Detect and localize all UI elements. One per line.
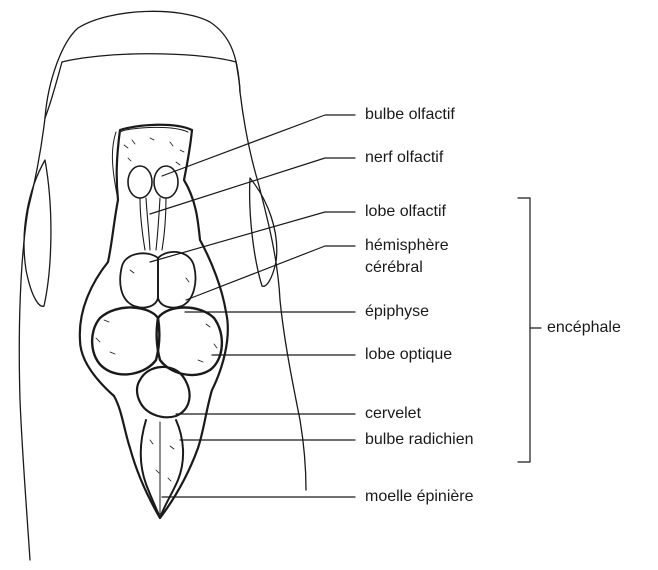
leader-hemisphere [186, 246, 355, 300]
label-moelle-epiniere: moelle épinière [365, 487, 474, 507]
label-encephale: encéphale [547, 318, 621, 338]
label-bulbe-radichien: bulbe radichien [365, 430, 474, 450]
head-outline [19, 11, 306, 560]
encephale-bracket [518, 198, 541, 462]
label-nerf-olfactif: nerf olfactif [365, 148, 443, 168]
olfactory-bulb-left [128, 166, 152, 198]
cerebellum [137, 367, 190, 417]
label-cervelet: cervelet [365, 404, 421, 424]
brain [80, 125, 228, 518]
label-hemisphere-line1: hémisphère [365, 236, 449, 256]
optic-lobe-left [92, 307, 159, 374]
hemisphere-right [158, 252, 196, 308]
leader-nerf-olfactif [150, 158, 355, 214]
label-hemisphere-line2: cérébral [365, 258, 423, 278]
label-lobe-optique: lobe optique [365, 345, 452, 365]
label-epiphyse: épiphyse [365, 302, 429, 322]
optic-lobe-right [157, 308, 222, 375]
label-lobe-olfactif: lobe olfactif [365, 202, 446, 222]
leader-lines [150, 115, 541, 497]
medulla [141, 420, 183, 518]
label-bulbe-olfactif: bulbe olfactif [365, 105, 455, 125]
olfactory-nerves [140, 198, 166, 250]
